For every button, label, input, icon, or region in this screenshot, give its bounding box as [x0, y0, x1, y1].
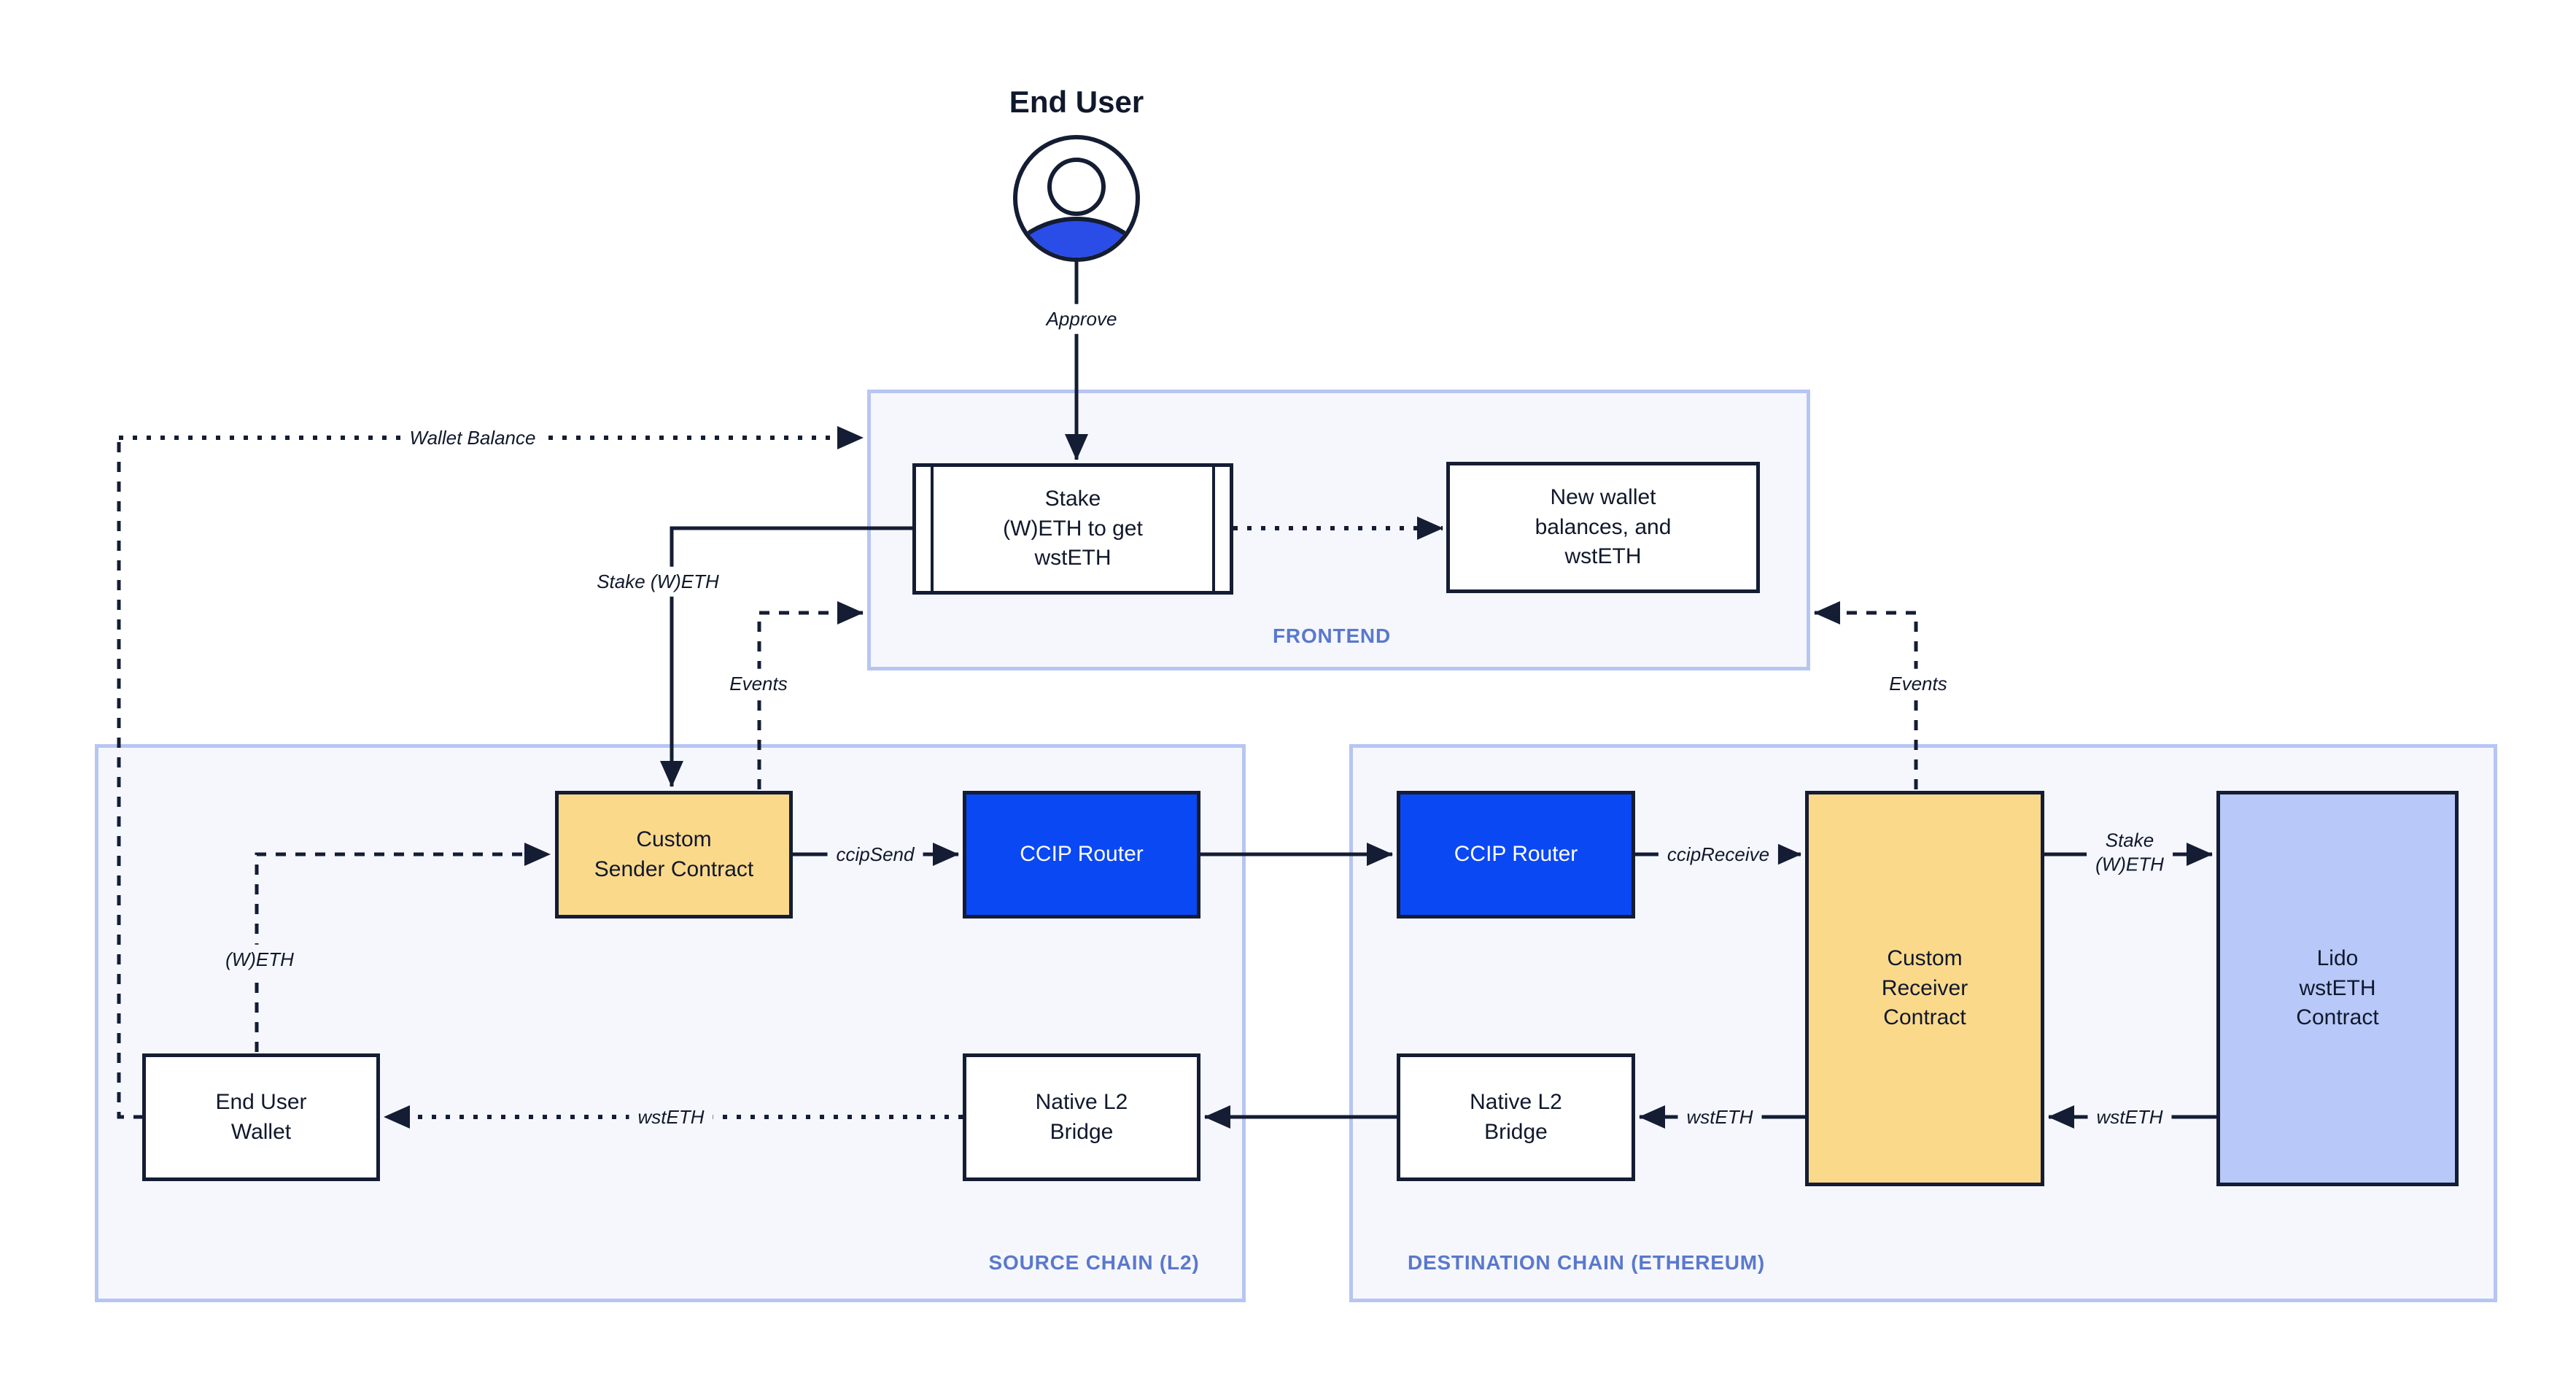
stake-widget-node: Stake (W)ETH to get wstETH [912, 463, 1233, 595]
custom-receiver-contract-node: Custom Receiver Contract [1805, 791, 2044, 1186]
custom-sender-contract-node: Custom Sender Contract [555, 791, 793, 918]
wallet-balance-riser [117, 438, 144, 1119]
ccipreceive-label: ccipReceive [1658, 839, 1779, 870]
wsteth-to-wallet-label: wstETH [629, 1102, 713, 1132]
ccip-router-destination-node: CCIP Router [1397, 791, 1635, 918]
wsteth-from-lido-label: wstETH [2087, 1102, 2172, 1132]
native-l2-bridge-destination-node: Native L2 Bridge [1397, 1053, 1635, 1181]
wsteth-to-bridge-label: wstETH [1677, 1102, 1762, 1132]
approve-label: Approve [1037, 303, 1126, 334]
ccipsend-label: ccipSend [827, 839, 923, 870]
weth-label: (W)ETH [217, 944, 303, 975]
wallet-balance-label: Wallet Balance [400, 422, 545, 453]
stake-to-sender-arrow [660, 526, 912, 787]
stake-weth-frontend-label: Stake (W)ETH [588, 566, 728, 597]
events-source-label: Events [721, 668, 796, 699]
new-wallet-node: New wallet balances, and wstETH [1446, 462, 1760, 593]
ccip-router-source-node: CCIP Router [963, 791, 1200, 918]
frontend-panel-label: FRONTEND [1273, 624, 1391, 647]
lido-wsteth-contract-node: Lido wstETH Contract [2216, 791, 2459, 1186]
end-user-title: End User [1009, 85, 1144, 119]
source-chain-panel-label: SOURCE CHAIN (L2) [988, 1251, 1200, 1274]
end-user-wallet-node: End User Wallet [142, 1053, 380, 1181]
destination-chain-panel-label: DESTINATION CHAIN (ETHEREUM) [1407, 1251, 1766, 1274]
stake-weth-receiver-label: Stake (W)ETH [2087, 825, 2173, 879]
events-destination-label: Events [1880, 668, 1956, 699]
weth-wallet-to-sender-arrow [255, 843, 551, 1052]
native-l2-bridge-source-node: Native L2 Bridge [963, 1053, 1200, 1181]
